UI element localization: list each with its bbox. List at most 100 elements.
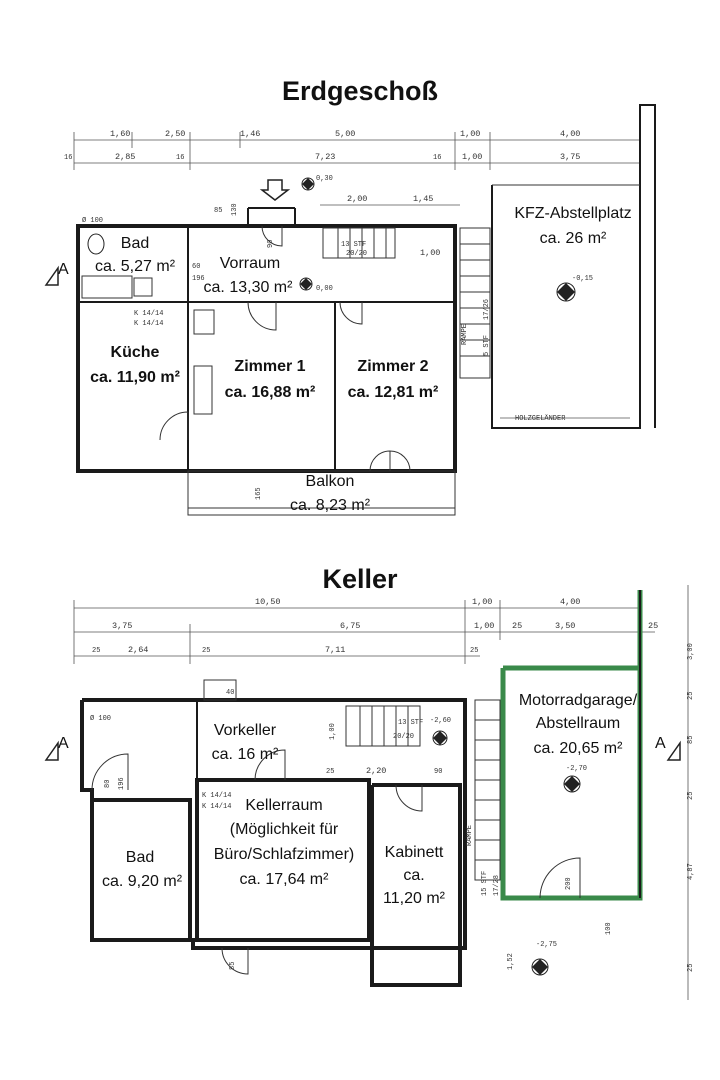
bathroom-walls (90, 798, 192, 942)
dim-8: 2,85 (115, 152, 135, 162)
rdim-6: 25 (687, 964, 695, 972)
rdim-5: 4,87 (687, 863, 695, 880)
ramp (459, 227, 491, 379)
door-label-a: 85 (214, 207, 222, 215)
bdim-1: 10,50 (255, 597, 281, 607)
bdoor-label-b: 196 (118, 777, 126, 790)
chimney-2: K 14/14 (134, 320, 163, 328)
basement-dimension-lines (73, 585, 689, 1000)
room-vorkeller-name: Vorkeller (214, 722, 277, 739)
room-bad-name: Bad (121, 235, 149, 252)
level-marker-icon (301, 177, 315, 191)
bpipe-label: Ø 100 (90, 714, 111, 723)
stove-icon (193, 365, 213, 415)
level-parking: -0,15 (572, 275, 593, 283)
basement-floor: Keller 10,50 1,00 4,00 3,75 6,75 1,00 25… (44, 564, 695, 1000)
blevel-stairs-icon (432, 730, 448, 746)
room-motorrad-name2: Abstellraum (536, 715, 620, 732)
dim-1: 1,60 (110, 129, 130, 139)
dim-12: 1,00 (462, 152, 482, 162)
door-label-e: 90 (267, 240, 275, 248)
bramp-ratio: 17/28 (493, 875, 501, 896)
room-kfz-name: KFZ-Abstellplatz (514, 205, 631, 222)
bsection-left-icon (44, 740, 59, 761)
dim-4: 5,00 (335, 129, 355, 139)
door-label-f: 165 (255, 487, 263, 500)
room-kellerraum-area: ca. 17,64 m² (240, 871, 330, 888)
rdim-4: 25 (687, 792, 695, 800)
room-kellerraum-name: Kellerraum (245, 797, 322, 814)
rdim-3: 85 (687, 736, 695, 744)
bdim-inner-2: 2,20 (366, 766, 386, 776)
bdim-14: 25 (470, 647, 478, 655)
room-bad-area: ca. 5,27 m² (95, 258, 176, 275)
ramp-label: RAMPE (461, 324, 469, 345)
bdim-8: 3,50 (555, 621, 575, 631)
room-balkon-area: ca. 8,23 m² (290, 497, 371, 514)
dim-2: 2,50 (165, 129, 185, 139)
room-bbad-area: ca. 9,20 m² (102, 873, 183, 890)
section-marker-icon (44, 265, 59, 286)
dim-5: 1,00 (460, 129, 480, 139)
blevel-garage: -2,70 (566, 765, 587, 773)
door-label-f: 40 (226, 689, 234, 697)
stairs-label: 13 STF (341, 241, 366, 249)
door-zimmer1-icon (247, 301, 277, 331)
counter-icon (193, 309, 215, 335)
blevel-out: -2,75 (536, 941, 557, 949)
door-balcony-icon (369, 450, 411, 472)
ramp-stf: 5 STF (483, 335, 491, 356)
bdoor-label-a: 80 (104, 780, 112, 788)
bdim-4: 3,75 (112, 621, 132, 631)
dim-3: 1,46 (240, 129, 260, 139)
door-entry-icon (261, 225, 283, 247)
bdim-11: 2,64 (128, 645, 148, 655)
bstairs-label: 13 STF (398, 719, 423, 727)
toilet-icon (87, 233, 105, 255)
blevel-stairs: -2,60 (430, 717, 451, 725)
bsection-left-label: A (58, 735, 69, 752)
door-label-d: 100 (605, 922, 613, 935)
ground-floor: Erdgeschoß 1,60 2,50 1,46 5,00 1,00 4,00… (44, 76, 656, 516)
dim-inner-3: 1,00 (420, 248, 440, 258)
level-marker-parking-icon (556, 282, 576, 302)
door-label-c: 196 (192, 275, 205, 283)
dim-13: 3,75 (560, 152, 580, 162)
bdim-7: 25 (512, 621, 522, 631)
door-kitchen-icon (159, 411, 189, 441)
parking-outline (491, 104, 656, 429)
stairs-ratio: 20/20 (346, 250, 367, 258)
dim-inner-1: 2,00 (347, 194, 367, 204)
room-balkon-name: Balkon (306, 473, 355, 490)
room-zimmer2-name: Zimmer 2 (357, 358, 428, 375)
bchimney-2: K 14/14 (202, 803, 231, 811)
ground-dimension-lines (73, 132, 641, 206)
bdoor-outside-icon (221, 947, 249, 975)
room-vorkeller-area: ca. 16 m² (212, 746, 279, 763)
dim-6: 4,00 (560, 129, 580, 139)
bdim-3: 4,00 (560, 597, 580, 607)
bdoor-bad-icon (91, 753, 129, 791)
bdim-inner-3: 90 (434, 768, 442, 776)
room-vorraum-area: ca. 13,30 m² (204, 279, 294, 296)
sink-icon (133, 277, 153, 297)
kabinett-walls (370, 783, 462, 987)
dim-9: 16 (176, 154, 184, 162)
room-kellerraum-note2: Büro/Schlafzimmer) (214, 846, 354, 863)
balcony-outline (187, 470, 456, 516)
bdim-13: 7,11 (325, 645, 345, 655)
bdim-inner-5: 1,52 (507, 953, 515, 970)
blevel-out-icon (531, 958, 549, 976)
room-kueche-name: Küche (111, 344, 160, 361)
ground-floor-title: Erdgeschoß (282, 76, 438, 106)
room-zimmer1-area: ca. 16,88 m² (225, 384, 316, 401)
room-vorraum-name: Vorraum (220, 255, 280, 272)
room-kfz-area: ca. 26 m² (540, 230, 607, 247)
level-entry: 0,30 (316, 175, 333, 183)
room-zimmer1-name: Zimmer 1 (234, 358, 305, 375)
room-zimmer2-area: ca. 12,81 m² (348, 384, 439, 401)
kellerraum-walls (195, 778, 371, 942)
bdim-inner-1: 25 (326, 768, 334, 776)
bdim-9: 25 (648, 621, 658, 631)
